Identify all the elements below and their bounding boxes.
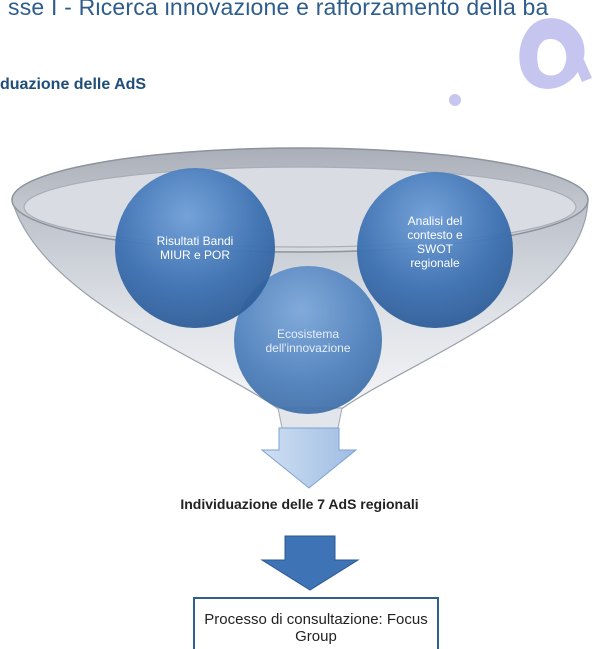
- label-line: Risultati Bandi: [156, 234, 234, 248]
- circle-label-risultati-bandi: Risultati Bandi MIUR e POR: [135, 234, 255, 262]
- focus-group-box: Processo di consultazione: Focus Group: [193, 597, 439, 649]
- solid-down-arrow-icon: [260, 535, 360, 591]
- section-heading: duazione delle AdS: [0, 76, 147, 93]
- label-line: MIUR e POR: [159, 248, 230, 262]
- watermark-icon: [449, 18, 592, 106]
- label-line: contesto e: [407, 228, 463, 242]
- document-header-line: sse I - Ricerca innovazione e rafforzame…: [8, 0, 549, 20]
- circle-risultati-bandi: [115, 168, 275, 328]
- focus-group-label: Processo di consultazione: Focus Group: [204, 611, 428, 645]
- circle-label-analisi: Analisi del contesto e SWOT regionale: [380, 214, 490, 270]
- caption-individuazione: Individuazione delle 7 AdS regionali: [180, 496, 419, 512]
- circle-label-ecosistema: Ecosistema dell'innovazione: [248, 327, 368, 355]
- label-line: dell'innovazione: [265, 341, 351, 355]
- label-line: Ecosistema: [276, 327, 340, 341]
- hollow-down-arrow-icon: [260, 427, 358, 489]
- circle-analisi-contesto: [357, 172, 513, 328]
- label-line: SWOT: [417, 242, 453, 256]
- label-line: regionale: [410, 256, 460, 270]
- circle-ecosistema: [234, 266, 382, 414]
- label-line: Analisi del: [407, 214, 463, 228]
